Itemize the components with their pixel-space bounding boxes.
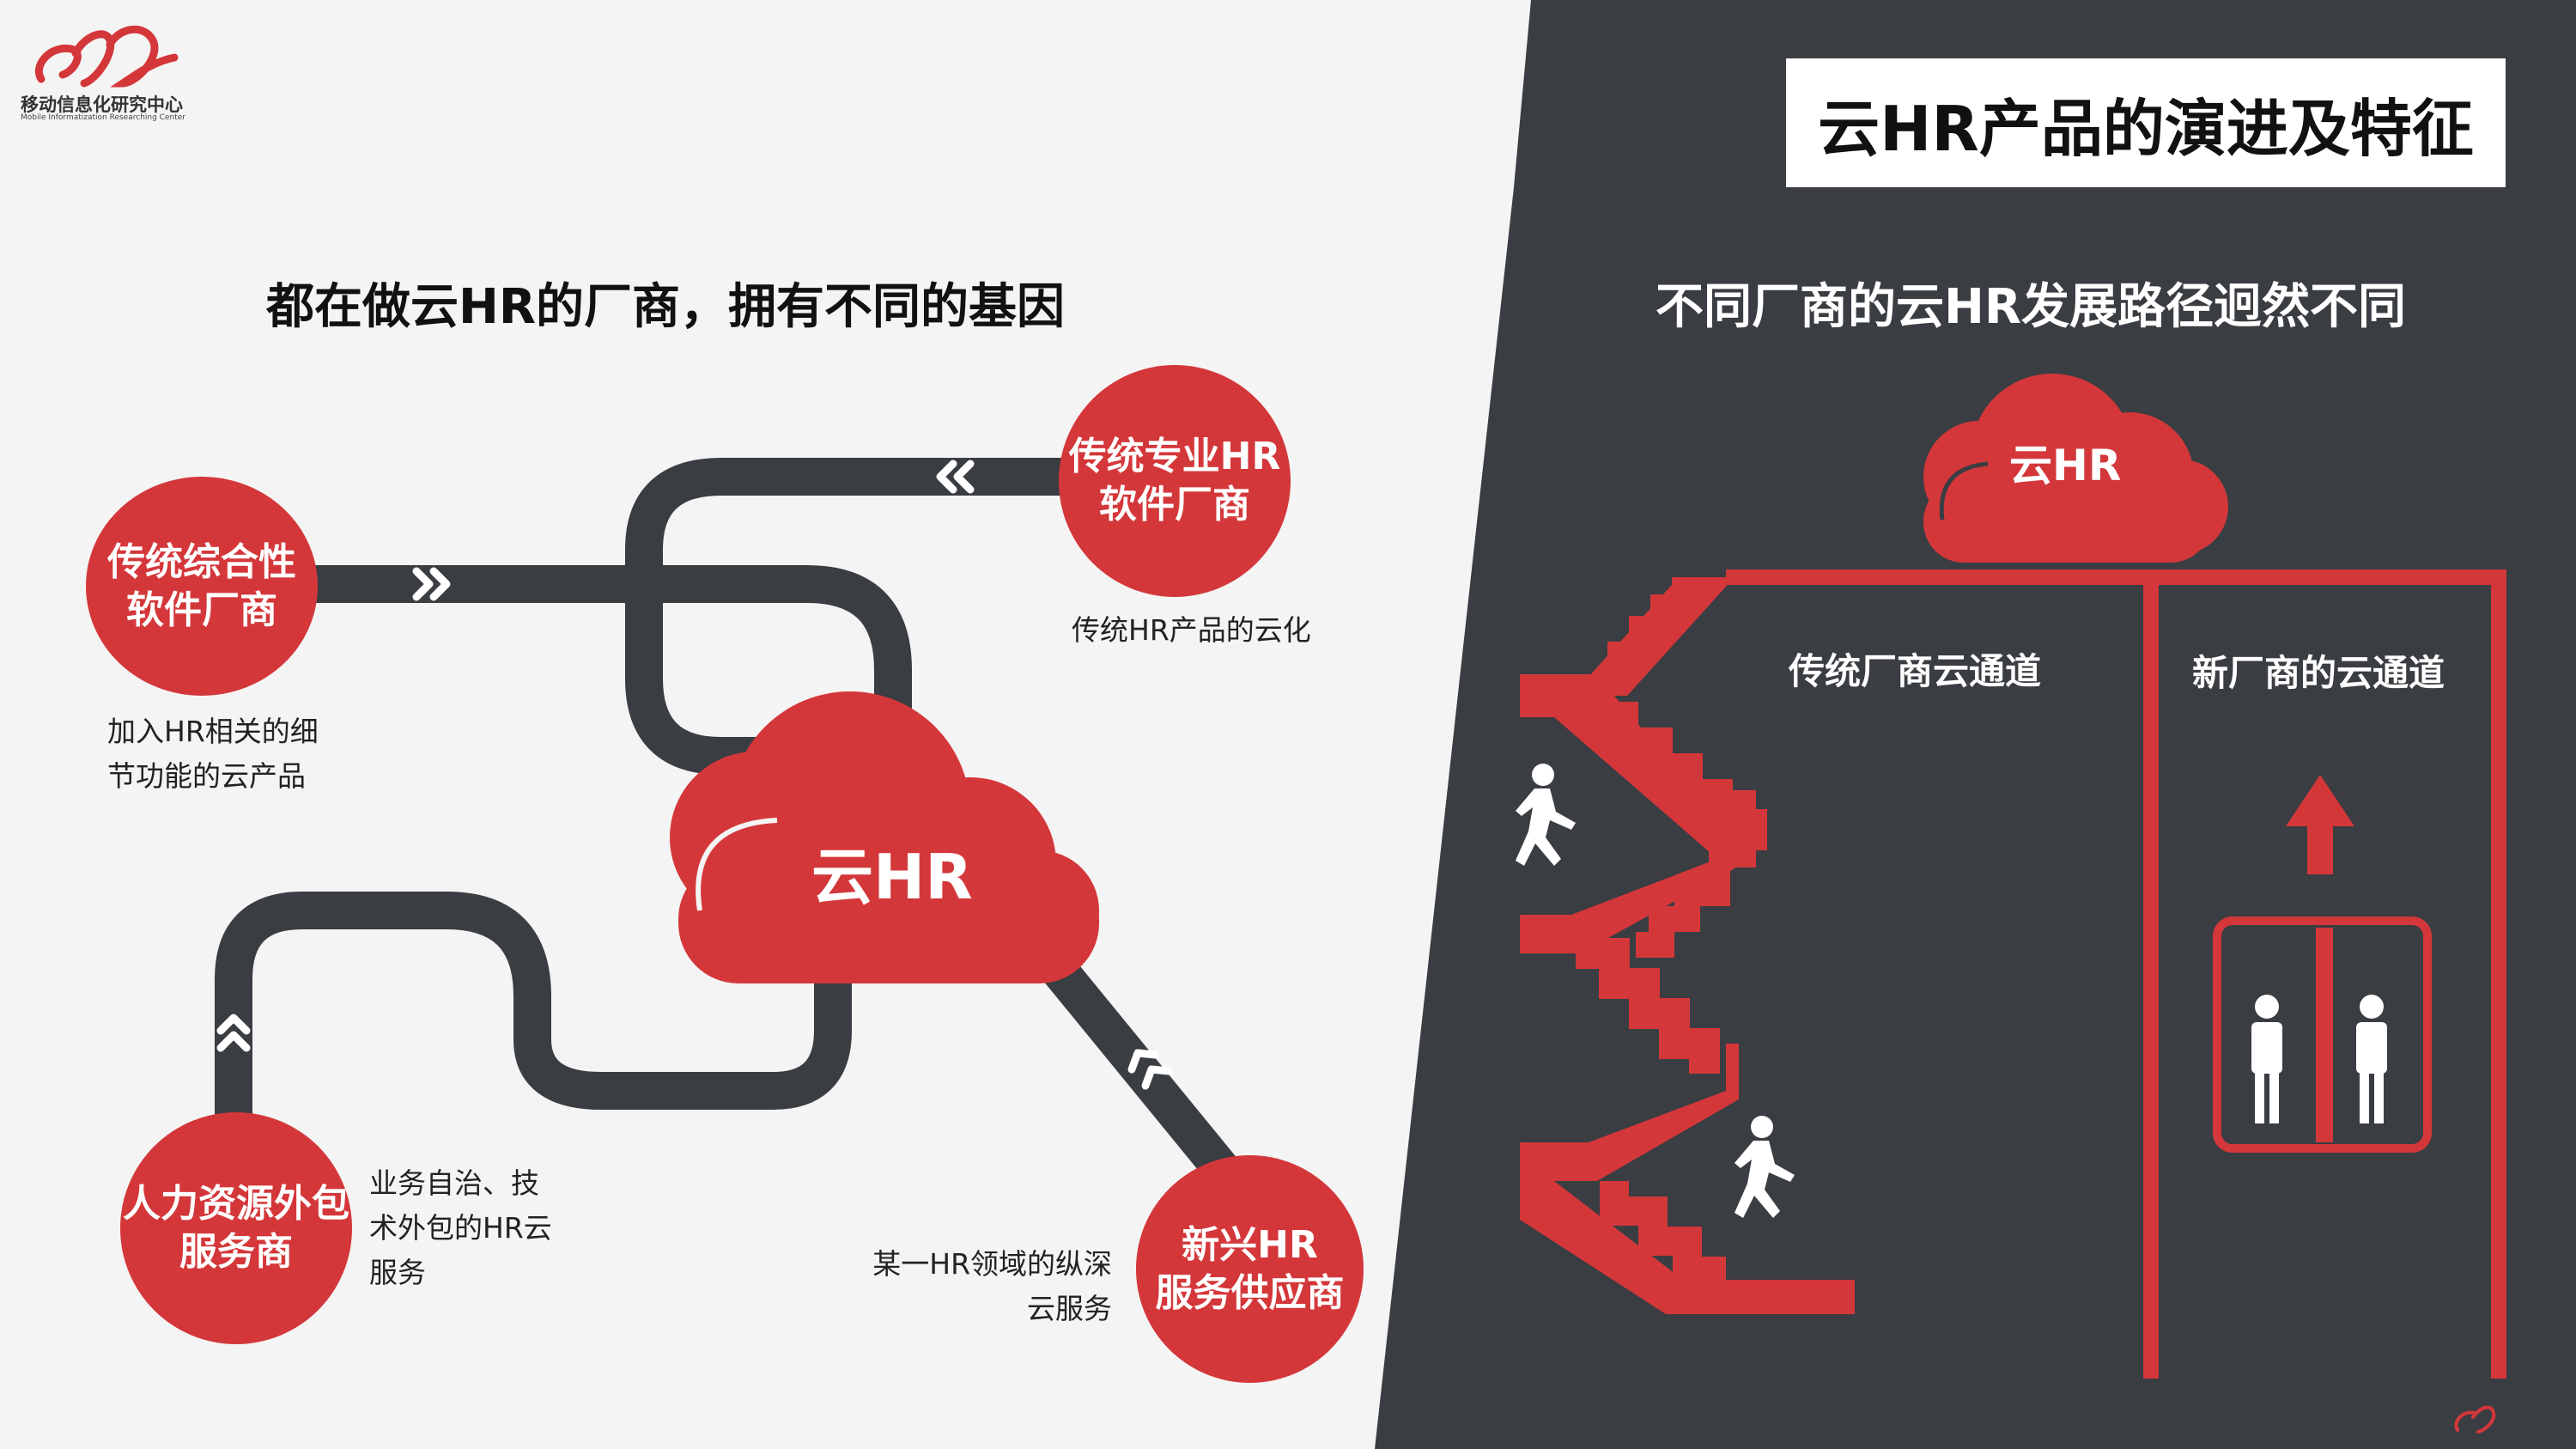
- node-label-line: 新兴HR: [1182, 1222, 1318, 1267]
- caption-line: 云服务: [1027, 1292, 1112, 1325]
- caption-line: 某一HR领域的纵深: [872, 1247, 1112, 1281]
- caption-line: 节功能的云产品: [107, 759, 306, 793]
- right-heading: 不同厂商的云HR发展路径迥然不同: [1656, 279, 2406, 335]
- node-traditional-comprehensive: 传统综合性 软件厂商: [86, 477, 318, 696]
- caption-line: 服务: [369, 1256, 426, 1289]
- standing-person-icon: [2251, 995, 2282, 1123]
- center-cloud-label: 云HR: [811, 841, 973, 913]
- road-outsourcing: [215, 892, 852, 1134]
- cloud-icon: [1923, 374, 2228, 563]
- up-arrow-icon: [2286, 775, 2354, 874]
- caption-line: 加入HR相关的细: [107, 715, 319, 748]
- double-chevron-icon: [1127, 1049, 1173, 1090]
- brand-name-en: Mobile Informatization Researching Cente…: [21, 113, 185, 122]
- node-label-line: 服务商: [179, 1230, 293, 1274]
- caption-line: 传统HR产品的云化: [1072, 613, 1311, 647]
- brand-name-cn: 移动信息化研究中心: [21, 94, 183, 115]
- elevator: [2213, 916, 2432, 1153]
- node-hr-outsourcing: 人力资源外包 服务商: [120, 1112, 352, 1344]
- cloud-icon: [670, 691, 1099, 983]
- evolution-road-diagram: [215, 458, 1243, 1189]
- road-emerging: [1019, 928, 1243, 1189]
- standing-person-icon: [2356, 995, 2387, 1123]
- channel-frame-top: [1726, 569, 2506, 1379]
- caption-hr-outsourcing: 业务自治、技 术外包的HR云 服务: [369, 1161, 552, 1295]
- walking-person-icon: [1516, 764, 1576, 866]
- page-title-box: 云HR产品的演进及特征: [1786, 58, 2506, 187]
- brand-logo-small: [2454, 1405, 2496, 1434]
- node-label-line: 人力资源外包: [123, 1182, 349, 1226]
- top-cloud-label: 云HR: [2009, 441, 2122, 490]
- double-chevron-icon: [216, 1014, 251, 1052]
- double-chevron-icon: [412, 567, 451, 601]
- node-traditional-professional: 传统专业HR 软件厂商: [1059, 365, 1291, 597]
- node-label-line: 软件厂商: [1099, 483, 1250, 527]
- new-channel-label: 新厂商的云通道: [2192, 652, 2445, 694]
- road-loop: [592, 458, 1065, 775]
- traditional-channel-label: 传统厂商云通道: [1789, 650, 2042, 692]
- node-label-line: 传统专业HR: [1068, 435, 1281, 478]
- caption-traditional-professional: 传统HR产品的云化: [1072, 608, 1311, 653]
- page-title: 云HR产品的演进及特征: [1818, 92, 2474, 165]
- left-heading: 都在做云HR的厂商，拥有不同的基因: [266, 279, 1065, 335]
- node-emerging-hr: 新兴HR 服务供应商: [1136, 1155, 1364, 1383]
- brand-logo: 移动信息化研究中心 Mobile Informatization Researc…: [21, 19, 213, 131]
- node-label-line: 服务供应商: [1155, 1270, 1345, 1315]
- node-label-line: 传统综合性: [107, 539, 296, 584]
- walking-person-icon: [1735, 1116, 1795, 1218]
- brand-logo-mark: [35, 25, 179, 88]
- caption-line: 术外包的HR云: [369, 1211, 552, 1245]
- caption-line: 业务自治、技: [369, 1166, 539, 1200]
- staircase: [1520, 577, 1855, 1314]
- node-label-line: 软件厂商: [126, 588, 277, 632]
- caption-emerging-hr: 某一HR领域的纵深 云服务: [867, 1242, 1112, 1331]
- caption-traditional-comprehensive: 加入HR相关的细 节功能的云产品: [107, 709, 319, 799]
- double-chevron-icon: [936, 460, 975, 494]
